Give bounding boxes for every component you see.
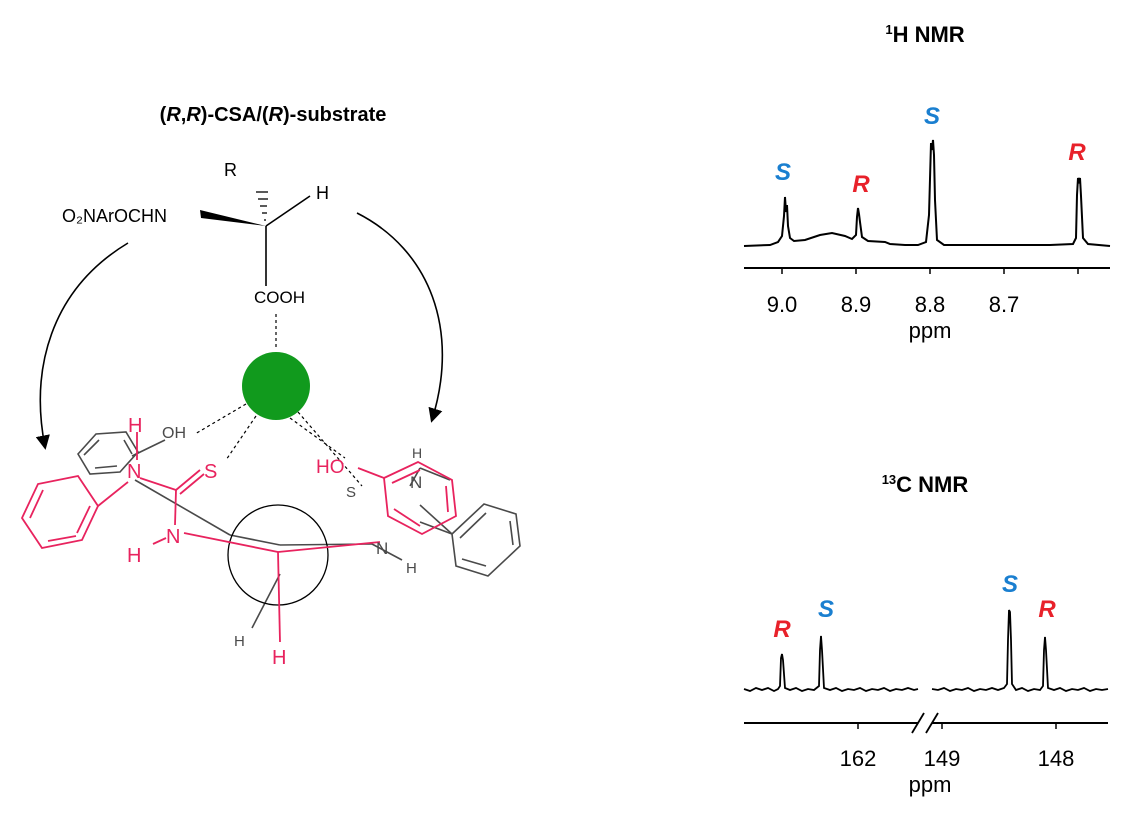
h1-tick-label: 9.0	[767, 292, 798, 317]
pink-front	[20, 432, 457, 643]
c13-peak-label: S	[818, 596, 834, 623]
h1-peak-label: S	[775, 159, 791, 186]
n-pink-low: N	[166, 526, 180, 548]
n-pink-top: N	[127, 461, 141, 483]
axis-break	[911, 712, 939, 734]
dashed-interactions	[194, 403, 363, 487]
c13-tick-marks	[857, 723, 1057, 729]
newman-circle	[227, 504, 329, 606]
h-gray-bottom: H	[234, 633, 245, 650]
n-gray-top: N	[410, 473, 422, 492]
c13-peak-label: S	[1002, 571, 1018, 598]
h1-trace	[743, 139, 1111, 247]
h-pink-bottom: H	[272, 647, 286, 669]
metal-ball	[242, 352, 310, 420]
substrate	[35, 191, 444, 450]
h1-tick-label: 8.8	[915, 292, 946, 317]
c13-nmr-spectrum: 13C NMR 162 149 148 ppm R S S R	[743, 472, 1109, 797]
h1-tick-marks	[781, 268, 1079, 274]
c13-peak-label: R	[1038, 596, 1056, 623]
h-pink-low: H	[127, 545, 141, 567]
c13-peak-label: R	[773, 616, 791, 643]
gray-backbone	[77, 431, 521, 629]
h1-peak-label: S	[924, 103, 940, 130]
structure-title: (R,R)-CSA/(R)-substrate	[160, 104, 387, 126]
s-pink: S	[204, 461, 217, 483]
h-atom-top: H	[316, 183, 329, 203]
h1-title: 1H NMR	[885, 22, 964, 47]
c13-trace-left	[743, 635, 919, 693]
o2narocohn-label: O₂NArOCHN	[62, 206, 167, 226]
c13-tick-label: 148	[1038, 746, 1075, 771]
s-gray: S	[346, 484, 356, 501]
h1-nmr-spectrum: 1H NMR 9.0 8.9 8.8 8.7 ppm S R S R	[743, 22, 1111, 343]
h1-tick-label: 8.9	[841, 292, 872, 317]
chemical-structure: (R,R)-CSA/(R)-substrate R H O₂NA	[20, 104, 521, 669]
cooh-label: COOH	[254, 288, 305, 307]
h1-xlabel: ppm	[909, 318, 952, 343]
substituent-r: R	[224, 160, 237, 180]
c13-trace-right	[931, 609, 1109, 692]
c13-xlabel: ppm	[909, 772, 952, 797]
ho-pink: HO	[316, 457, 345, 478]
hashed-bond	[256, 191, 268, 221]
h-gray-low: H	[406, 560, 417, 577]
h1-peak-label: R	[1068, 139, 1086, 166]
n-gray-low: N	[376, 539, 388, 558]
h1-tick-label: 8.7	[989, 292, 1020, 317]
h1-peak-label: R	[852, 171, 870, 198]
c13-tick-label: 149	[924, 746, 961, 771]
h-pink-top: H	[128, 415, 142, 437]
c13-tick-label: 162	[840, 746, 877, 771]
oh-gray-label: OH	[162, 425, 186, 442]
c13-title: 13C NMR	[882, 472, 969, 497]
h-gray-n: H	[412, 445, 422, 461]
wedge-bond	[200, 210, 266, 226]
